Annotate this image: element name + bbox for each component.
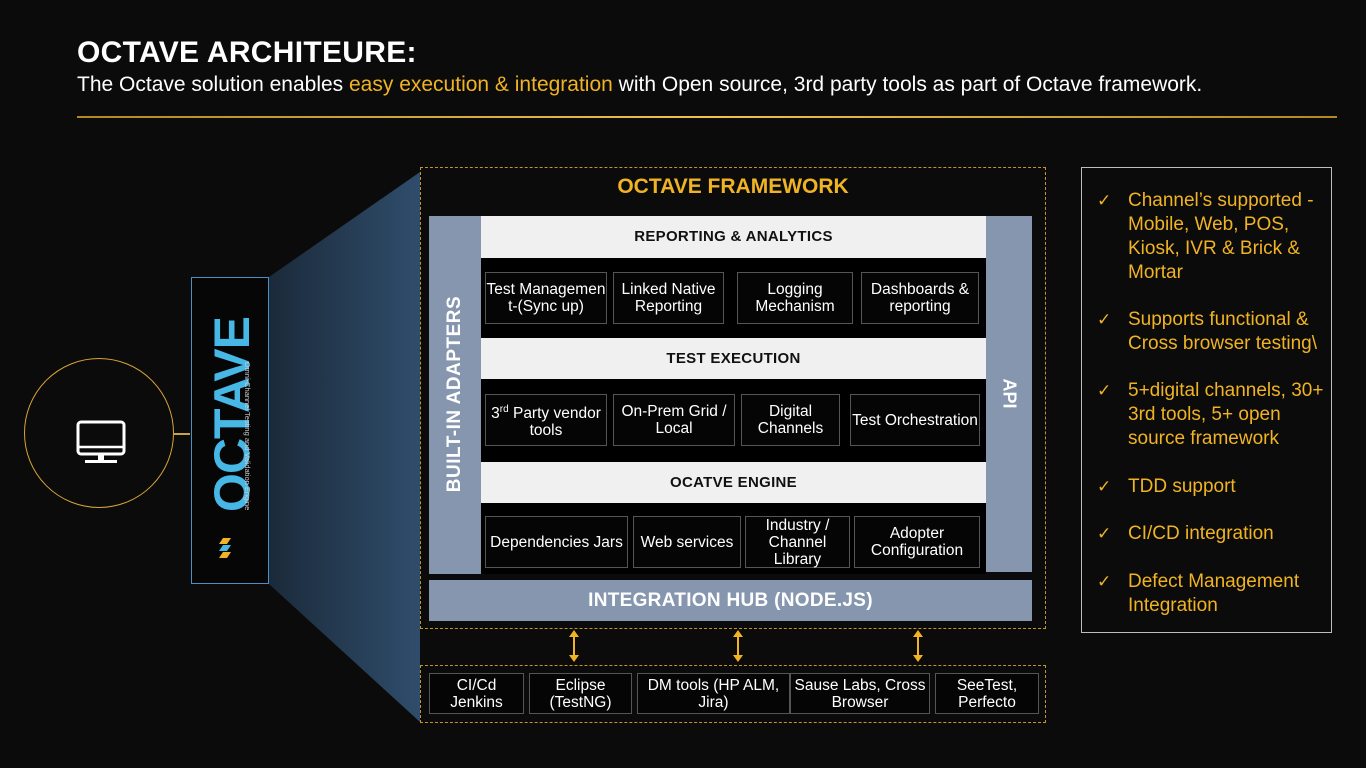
api-bar: API [986, 216, 1032, 572]
logo-stripes-icon [219, 538, 231, 558]
feature-text: Channel’s supported - Mobile, Web, POS, … [1128, 190, 1314, 283]
monitor-icon [76, 420, 126, 463]
check-icon: ✓ [1097, 572, 1112, 591]
double-arrow-icon [733, 630, 743, 662]
check-icon: ✓ [1097, 524, 1112, 543]
features-panel [1081, 167, 1332, 633]
double-arrow-icon [913, 630, 923, 662]
tool-item: Sause Labs, Cross Browser [790, 673, 930, 714]
page-subtitle: The Octave solution enables easy executi… [77, 73, 1202, 97]
feature-text: TDD support [1128, 476, 1236, 497]
logo-tagline: Omni-Channel Testing and Validation Engi… [243, 361, 252, 511]
feature-text: 5+digital channels, 30+ 3rd tools, 5+ op… [1128, 380, 1324, 449]
check-icon: ✓ [1097, 477, 1112, 496]
feature-text: Supports functional & Cross browser test… [1128, 309, 1318, 354]
tool-item: Eclipse (TestNG) [529, 673, 632, 714]
check-icon: ✓ [1097, 381, 1112, 400]
text-sup: rd [499, 403, 509, 415]
feature-item: ✓ CI/CD integration [1097, 522, 1327, 546]
octave-logo-panel: OCTAVE Omni-Channel Testing and Validati… [191, 277, 269, 584]
reporting-cell: Linked Native Reporting [613, 272, 724, 324]
double-arrow-icon [569, 630, 579, 662]
reporting-row: Test Managemen t-(Sync up) Linked Native… [481, 258, 986, 338]
integration-hub-bar: INTEGRATION HUB (NODE.JS) [429, 580, 1032, 621]
feature-item: ✓ TDD support [1097, 475, 1327, 499]
third-party-label: 3rd Party vendor tools [486, 401, 606, 439]
built-in-adapters-bar: BUILT-IN ADAPTERS [429, 216, 481, 574]
feature-item: ✓ Defect Management Integration [1097, 570, 1327, 618]
title-divider [77, 116, 1337, 118]
connector-line [174, 433, 190, 435]
tool-item: SeeTest, Perfecto [935, 673, 1039, 714]
execution-cell: On-Prem Grid / Local [613, 394, 735, 446]
feature-item: ✓ Supports functional & Cross browser tes… [1097, 308, 1327, 356]
engine-cell: Web services [633, 516, 741, 568]
engine-cell: Adopter Configuration [854, 516, 980, 568]
reporting-cell: Dashboards & reporting [861, 272, 979, 324]
feature-item: ✓ Channel’s supported - Mobile, Web, POS,… [1097, 189, 1327, 285]
reporting-cell: Test Managemen t-(Sync up) [485, 272, 607, 324]
reporting-analytics-band: REPORTING & ANALYTICS [481, 216, 986, 258]
execution-cell: Digital Channels [741, 394, 840, 446]
text-part: 3 [491, 405, 500, 423]
reporting-cell: Logging Mechanism [737, 272, 853, 324]
device-circle [24, 358, 174, 508]
framework-title: OCTAVE FRAMEWORK [617, 175, 849, 198]
execution-cell: Test Orchestration [850, 394, 980, 446]
subtitle-highlight: easy execution & integration [349, 73, 613, 96]
subtitle-text-end: with Open source, 3rd party tools as par… [612, 73, 1203, 96]
feature-item: ✓ 5+digital channels, 30+ 3rd tools, 5+ o… [1097, 379, 1327, 451]
feature-text: Defect Management Integration [1128, 571, 1300, 616]
page-title: OCTAVE ARCHITEURE: [77, 36, 417, 69]
subtitle-text: The Octave solution enables [77, 73, 349, 96]
test-execution-band: TEST EXECUTION [481, 338, 986, 379]
built-in-adapters-label: BUILT-IN ADAPTERS [444, 295, 465, 493]
check-icon: ✓ [1097, 191, 1112, 210]
engine-cell: Dependencies Jars [485, 516, 628, 568]
api-label: API [999, 378, 1020, 409]
feature-text: CI/CD integration [1128, 523, 1274, 544]
tool-item: CI/Cd Jenkins [429, 673, 524, 714]
engine-cell: Industry / Channel Library [745, 516, 850, 568]
tool-item: DM tools (HP ALM, Jira) [637, 673, 790, 714]
tools-frame [420, 665, 1046, 723]
execution-cell: 3rd Party vendor tools [485, 394, 607, 446]
text-part: Party vendor tools [508, 405, 601, 440]
octave-engine-band: OCATVE ENGINE [481, 462, 986, 503]
framework-frame [420, 167, 1046, 629]
check-icon: ✓ [1097, 310, 1112, 329]
execution-row: 3rd Party vendor tools On-Prem Grid / Lo… [481, 379, 986, 462]
engine-row: Dependencies Jars Web services Industry … [481, 503, 986, 574]
